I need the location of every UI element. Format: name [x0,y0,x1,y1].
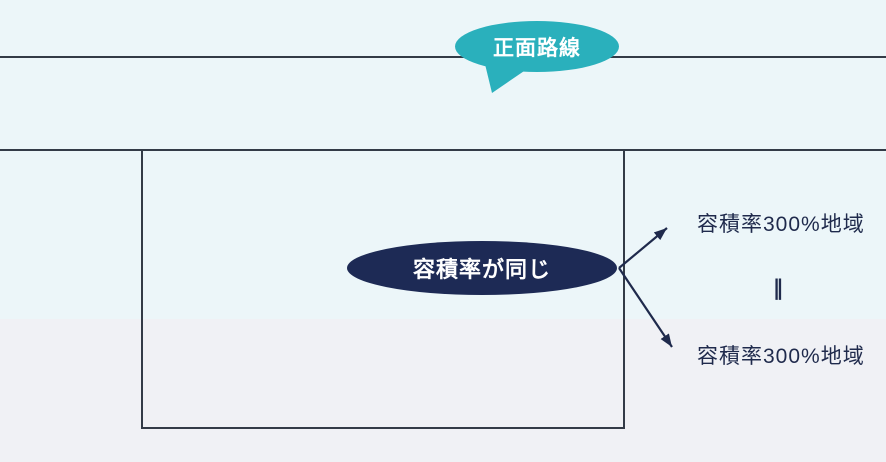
front-road-callout-label: 正面路線 [493,36,581,60]
front-road-callout: 正面路線 [455,21,619,72]
zone-label-upper: 容積率300%地域 [697,213,865,236]
same-far-callout-label: 容積率が同じ [412,257,551,282]
zone-label-lower: 容積率300%地域 [697,345,865,368]
lower-zone-background [0,319,886,462]
equal-mark: ‖ [772,276,784,300]
front-road-far-edge-line [0,56,886,58]
same-far-callout: 容積率が同じ [347,241,617,295]
arrow-to-upper-zone [618,227,668,269]
